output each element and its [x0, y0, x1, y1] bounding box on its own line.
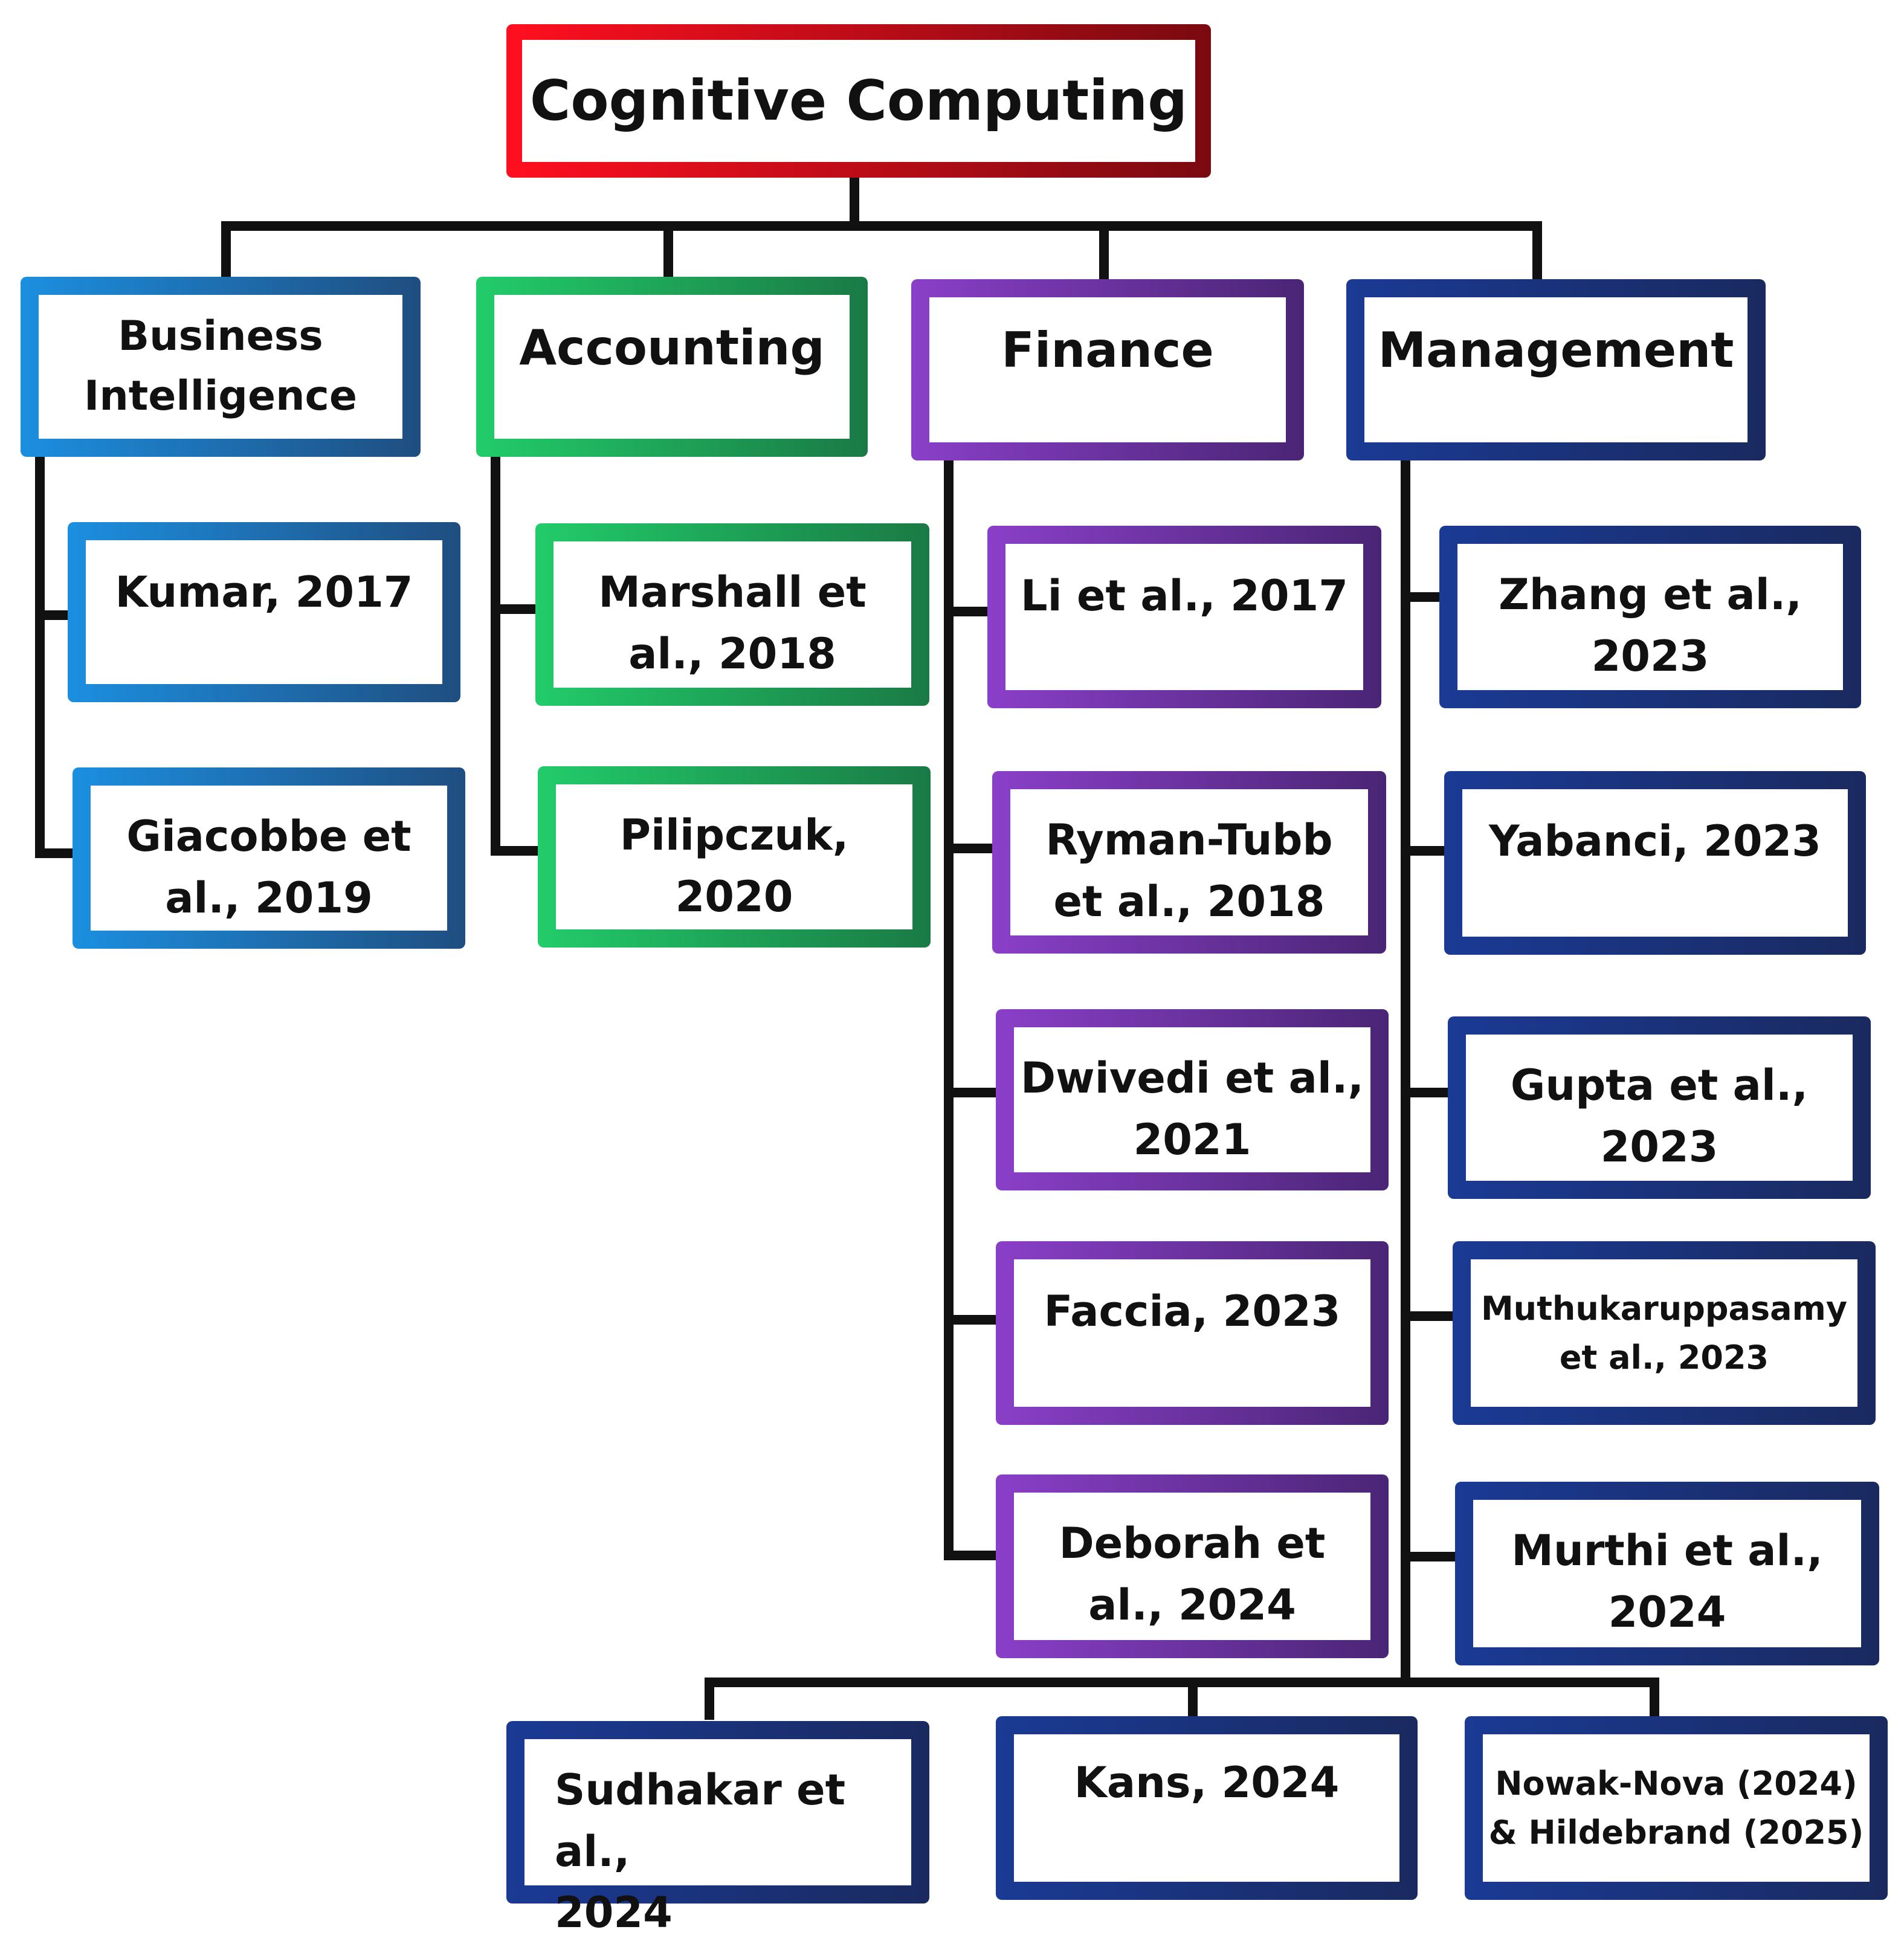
category-management: Management [1346, 279, 1766, 460]
list-item: Gupta et al., 2023 [1448, 1016, 1871, 1199]
list-item: Kans, 2024 [996, 1716, 1418, 1900]
category-label: Finance [929, 297, 1286, 442]
connector-finance-branch-3 [944, 1088, 998, 1097]
connector-finance-branch-2 [944, 844, 996, 853]
connector-bi-trunk [35, 450, 45, 858]
connector-finance-drop [1099, 221, 1109, 282]
category-label: Management [1364, 297, 1747, 442]
connector-management-trunk [1401, 454, 1410, 1687]
connector-root-stem [850, 175, 859, 230]
list-item: Sudhakar et al., 2024 [506, 1721, 929, 1937]
category-label: Business Intelligence [39, 295, 402, 439]
connector-bottom-drop-2 [1188, 1678, 1198, 1720]
list-item: Pilipczuk, 2020 [538, 766, 931, 948]
connector-accounting-drop [663, 221, 673, 282]
list-item: Dwivedi et al., 2021 [996, 1009, 1389, 1190]
category-accounting: Accounting [476, 277, 868, 457]
category-label: Accounting [494, 295, 850, 439]
root-label: Cognitive Computing [522, 40, 1195, 162]
list-item: Muthukaruppasamy et al., 2023 [1453, 1241, 1876, 1425]
connector-accounting-branch-2 [491, 846, 539, 856]
list-item: Faccia, 2023 [996, 1241, 1389, 1425]
connector-bi-drop [221, 221, 231, 282]
list-item: Yabanci, 2023 [1444, 771, 1866, 955]
connector-bi-branch-2 [35, 848, 77, 858]
connector-management-branch-5 [1401, 1552, 1459, 1561]
connector-management-drop [1532, 221, 1542, 282]
list-item: Murthi et al., 2024 [1455, 1482, 1879, 1665]
connector-bottom-drop-3 [1650, 1678, 1659, 1720]
root-node: Cognitive Computing [506, 24, 1211, 178]
connector-finance-branch-1 [944, 607, 992, 616]
list-item: Kumar, 2017 [68, 522, 460, 702]
list-item: Zhang et al., 2023 [1439, 526, 1861, 708]
list-item: Deborah et al., 2024 [996, 1474, 1389, 1658]
connector-accounting-trunk [491, 450, 500, 855]
category-finance: Finance [911, 279, 1304, 460]
connector-bottom-bus [705, 1678, 1659, 1687]
list-item: Li et al., 2017 [987, 526, 1381, 708]
connector-management-branch-4 [1401, 1311, 1456, 1321]
connector-category-bus [221, 221, 1542, 231]
list-item: Giacobbe et al., 2019 [73, 767, 465, 949]
category-business-intelligence: Business Intelligence [21, 277, 421, 457]
connector-management-branch-2 [1401, 846, 1453, 856]
list-item: Ryman-Tubb et al., 2018 [992, 771, 1386, 954]
connector-bottom-drop-1 [705, 1678, 714, 1720]
connector-finance-trunk [944, 454, 954, 1560]
connector-finance-branch-5 [944, 1551, 998, 1560]
connector-accounting-branch-1 [491, 604, 537, 614]
connector-finance-branch-4 [944, 1315, 998, 1325]
connector-bi-branch-1 [35, 610, 74, 620]
connector-management-branch-3 [1401, 1088, 1454, 1097]
list-item: Marshall et al., 2018 [535, 523, 929, 706]
connector-management-branch-1 [1401, 592, 1447, 602]
list-item: Nowak-Nova (2024) & Hildebrand (2025) [1465, 1716, 1888, 1900]
